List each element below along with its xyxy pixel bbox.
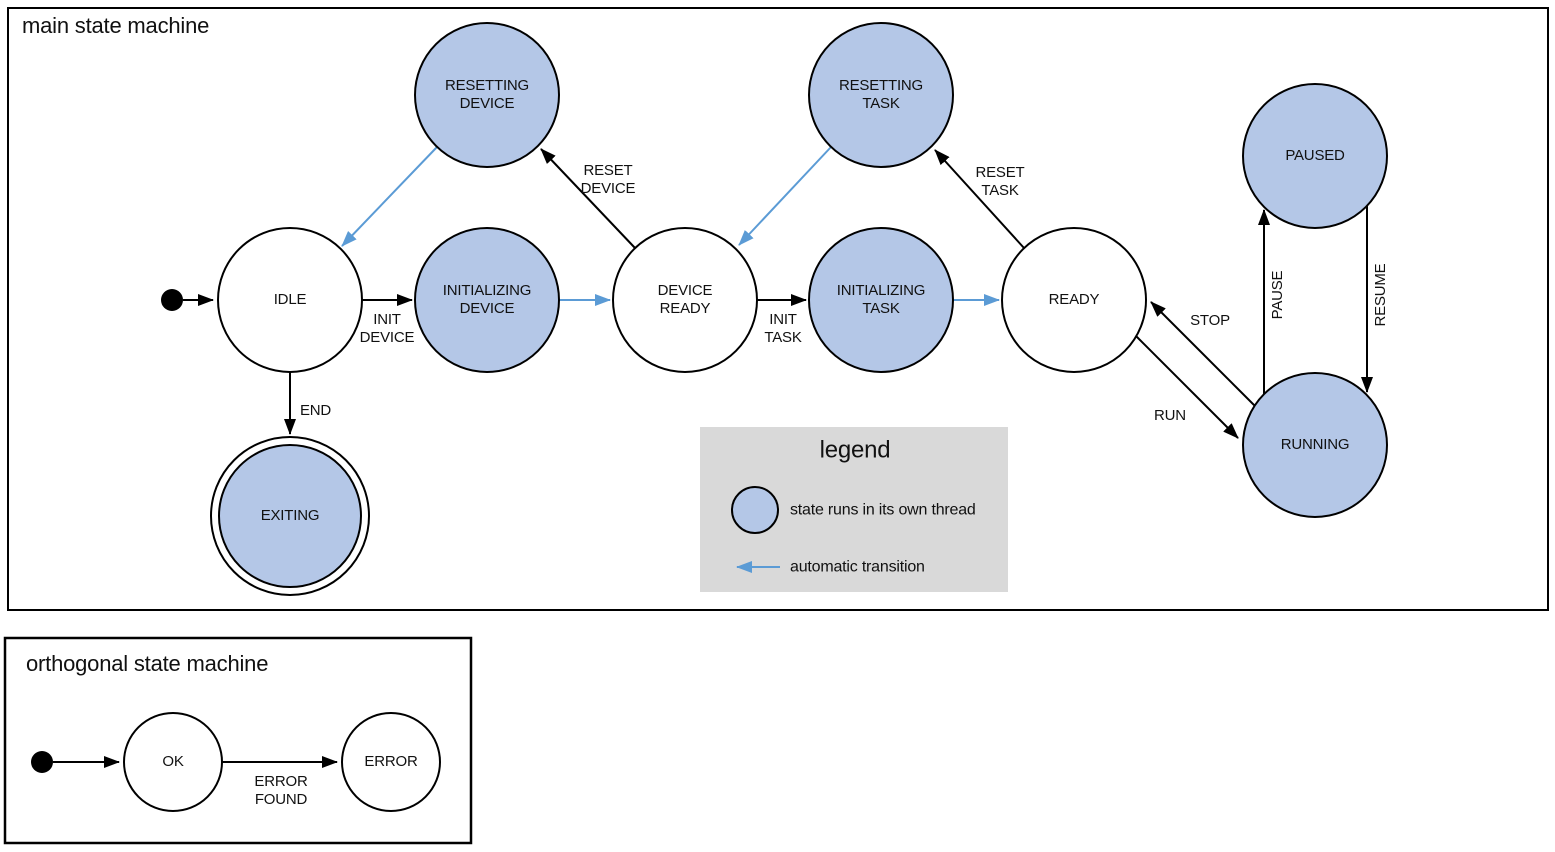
state-label-resetting-device: RESETTING DEVICE <box>444 77 530 112</box>
state-circle-running <box>1242 372 1388 518</box>
transition-auto-resetting-task-to-device-ready <box>738 146 832 246</box>
state-label-idle: IDLE <box>273 291 307 308</box>
state-circle-paused <box>1242 83 1388 229</box>
state-label-initializing-device: INITIALIZING DEVICE <box>442 282 532 317</box>
transition-label-error-found: ERROR FOUND <box>254 773 308 808</box>
state-label-ok: OK <box>162 753 184 770</box>
transition-label-reset-device: RESET DEVICE <box>580 162 636 197</box>
state-label-paused: PAUSED <box>1285 147 1345 164</box>
state-circle-resetting-task <box>808 22 954 168</box>
state-circle-idle <box>217 227 363 373</box>
transition-stop <box>1150 301 1256 407</box>
orthogonal-initial-state-dot <box>31 751 53 773</box>
transition-auto-resetting-device-to-idle <box>341 146 438 247</box>
transition-label-end: END <box>300 402 332 419</box>
orthogonal-machine-frame <box>3 636 473 845</box>
state-circle-error <box>341 712 441 812</box>
main-machine-frame <box>7 7 1549 611</box>
legend-title: legend <box>819 436 891 464</box>
orthogonal-machine-title: orthogonal state machine <box>26 651 269 676</box>
transition-reset-device <box>540 148 636 249</box>
transition-run <box>1135 335 1239 439</box>
main-machine-title: main state machine <box>22 13 210 38</box>
state-circle-device-ready <box>612 227 758 373</box>
state-label-ready: READY <box>1048 291 1100 308</box>
state-circle-exiting <box>218 444 362 588</box>
transition-label-run: RUN <box>1154 407 1186 424</box>
transition-label-pause: PAUSE <box>1269 270 1286 320</box>
transition-label-init-device: INIT DEVICE <box>359 311 415 346</box>
state-label-running: RUNNING <box>1280 436 1350 453</box>
state-label-resetting-task: RESETTING TASK <box>838 77 924 112</box>
state-label-exiting: EXITING <box>260 507 320 524</box>
legend-threaded-state-sample <box>731 486 779 534</box>
transition-label-resume: RESUME <box>1372 263 1389 327</box>
state-circle-resetting-device <box>414 22 560 168</box>
state-label-device-ready: DEVICE READY <box>657 282 713 317</box>
state-circle-ready <box>1001 227 1147 373</box>
state-label-error: ERROR <box>364 753 418 770</box>
legend-automatic-transition-label: automatic transition <box>790 558 925 576</box>
state-circle-initializing-task <box>808 227 954 373</box>
state-label-initializing-task: INITIALIZING TASK <box>836 282 926 317</box>
state-circle-initializing-device <box>414 227 560 373</box>
initial-state-dot <box>161 289 183 311</box>
legend-threaded-state-label: state runs in its own thread <box>790 501 976 519</box>
transition-label-stop: STOP <box>1190 312 1230 329</box>
transition-reset-task <box>934 149 1025 249</box>
transition-label-init-task: INIT TASK <box>764 311 802 346</box>
transition-label-reset-task: RESET TASK <box>975 164 1025 199</box>
